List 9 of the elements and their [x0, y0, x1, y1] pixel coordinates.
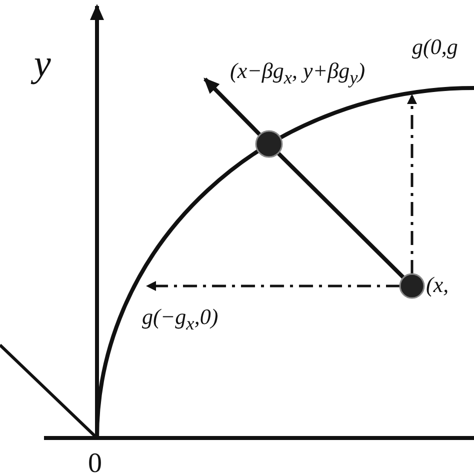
origin-label: 0 — [88, 450, 102, 474]
arrow — [204, 78, 262, 136]
dash-dot-arrow — [407, 94, 417, 274]
line — [276, 152, 405, 279]
point-label: g(−g$_{x}$,0) — [142, 306, 218, 333]
point-label: (x, — [426, 274, 449, 296]
point-label: g(0,g — [412, 36, 458, 58]
dash-dot-arrow — [146, 281, 400, 291]
point-label: (x−βg$_{x}$, y+βg$_{y}$) — [230, 60, 366, 87]
